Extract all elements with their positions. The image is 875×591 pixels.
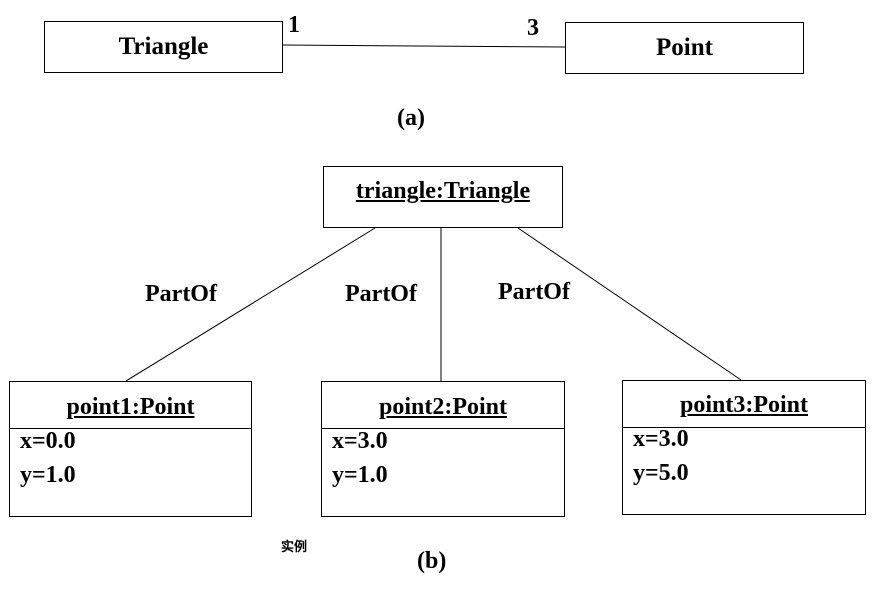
object-box-point2: point2:Point x=3.0 y=1.0 [321, 381, 565, 517]
object-title-triangle: triangle:Triangle [355, 178, 531, 204]
object-title-point1: point1:Point [66, 394, 195, 420]
caption-b: (b) [417, 548, 447, 574]
object-box-point3: point3:Point x=3.0 y=5.0 [622, 380, 866, 515]
attr-x: x=0.0 [20, 428, 76, 454]
object-divider [322, 428, 564, 429]
attr-y: y=1.0 [332, 462, 388, 488]
attr-y: y=5.0 [633, 460, 689, 486]
object-divider [10, 428, 251, 429]
partof-link-1 [125, 227, 376, 382]
attr-x: x=3.0 [332, 428, 388, 454]
partof-link-3 [517, 227, 742, 381]
class-name-point: Point [656, 34, 713, 61]
attr-x: x=3.0 [633, 426, 689, 452]
multiplicity-right: 3 [527, 15, 539, 41]
caption-a: (a) [397, 105, 425, 131]
link-label-1: PartOf [145, 281, 217, 307]
association-line [282, 44, 567, 48]
link-label-3: PartOf [498, 279, 570, 305]
class-box-point: Point [565, 22, 804, 74]
class-box-triangle: Triangle [44, 21, 283, 73]
attr-y: y=1.0 [20, 462, 76, 488]
multiplicity-left: 1 [288, 12, 300, 38]
object-box-triangle: triangle:Triangle [323, 166, 563, 228]
object-box-point1: point1:Point x=0.0 y=1.0 [9, 381, 252, 517]
object-divider [623, 427, 865, 428]
link-label-2: PartOf [345, 281, 417, 307]
object-title-point3: point3:Point [679, 392, 808, 418]
instance-note: 实例 [281, 540, 308, 555]
class-name-triangle: Triangle [118, 33, 209, 60]
object-title-point2: point2:Point [378, 394, 507, 420]
